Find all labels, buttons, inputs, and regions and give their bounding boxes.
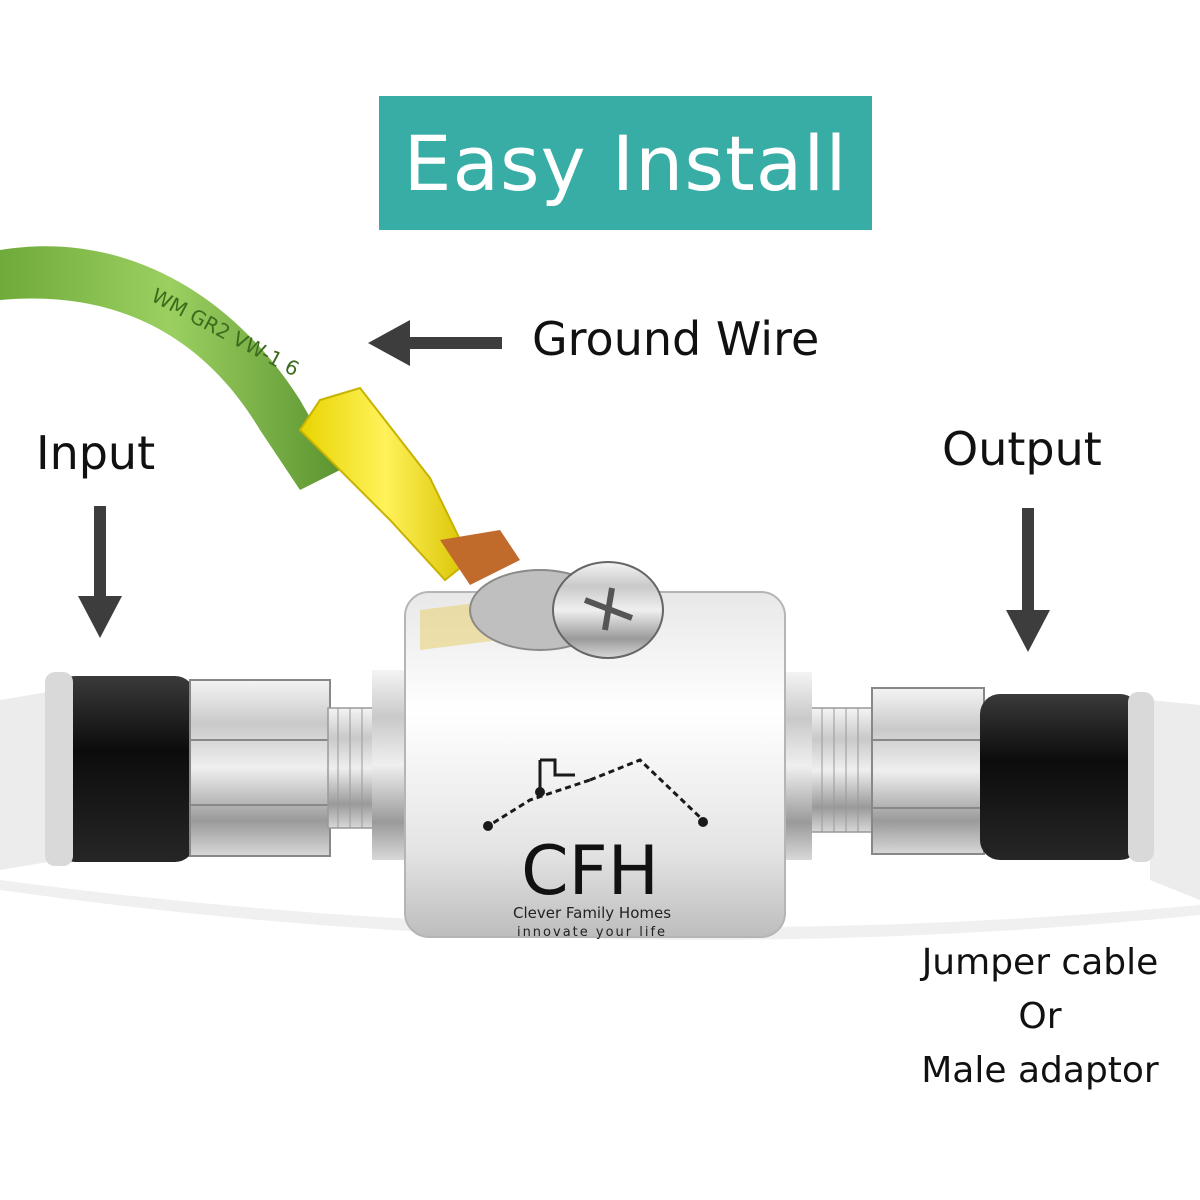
jumper-cable-note: Jumper cable Or Male adaptor bbox=[900, 936, 1180, 1098]
brand-name: Clever Family Homes bbox=[513, 904, 671, 922]
output-label: Output bbox=[942, 422, 1102, 476]
ground-screw bbox=[552, 561, 664, 659]
input-label: Input bbox=[36, 426, 156, 480]
input-connector bbox=[45, 672, 389, 866]
logo-text: CFH bbox=[521, 832, 659, 911]
brand-tagline: innovate your life bbox=[517, 925, 667, 940]
banner-title: Easy Install bbox=[403, 118, 848, 208]
cfh-logo: CFH Clever Family Homes innovate your li… bbox=[483, 758, 708, 940]
cable-shadow bbox=[0, 880, 1200, 940]
arrow-down-icon bbox=[78, 506, 122, 638]
arrow-left-icon bbox=[368, 320, 502, 366]
jumper-line-1: Jumper cable bbox=[921, 942, 1159, 983]
title-banner: Easy Install bbox=[379, 96, 872, 230]
coax-cable-right bbox=[1150, 700, 1200, 900]
jumper-line-2: Or bbox=[1018, 996, 1062, 1037]
output-connector bbox=[809, 687, 1154, 862]
ground-wire-label: Ground Wire bbox=[532, 312, 820, 366]
jumper-line-3: Male adaptor bbox=[921, 1050, 1159, 1091]
arrow-down-icon bbox=[1006, 508, 1050, 652]
